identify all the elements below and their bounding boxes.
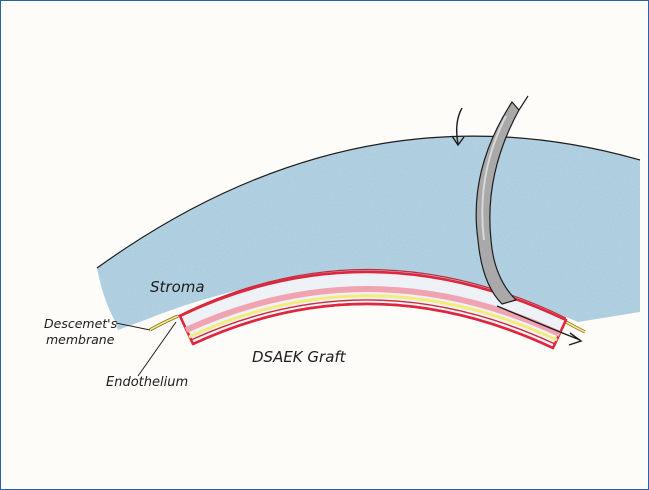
right-arrow-head: [569, 333, 581, 345]
descemet-label-line2: membrane: [46, 332, 115, 347]
endothelium-label: Endothelium: [106, 375, 188, 390]
host-descemet-right-yellow: [566, 322, 585, 332]
endothelium-leader-line: [138, 322, 176, 376]
host-descemet-left-yellow: [150, 316, 178, 330]
descemet-label-line1: Descemet's: [44, 316, 118, 331]
instrument-wire: [519, 96, 528, 110]
graft-label: DSAEK Graft: [252, 348, 347, 366]
stroma-label: Stroma: [150, 278, 205, 296]
